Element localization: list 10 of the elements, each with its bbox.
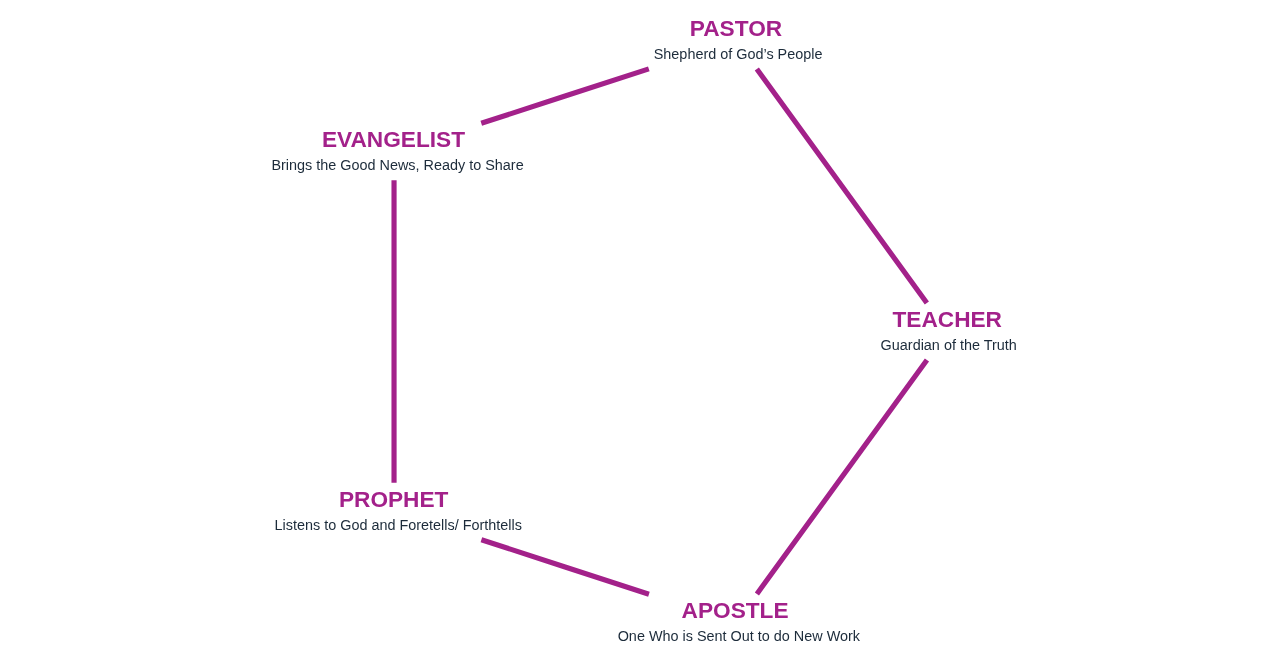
node-text: TEACHER Guardian of the Truth [880, 305, 1017, 354]
connector [480, 537, 650, 597]
node-text: EVANGELIST Brings the Good News, Ready to Share [271, 126, 524, 174]
connector [391, 180, 397, 483]
connector [480, 66, 650, 126]
node-text: PASTOR Shepherd of God’s People [653, 14, 823, 63]
connector [754, 358, 930, 596]
node-text: PROPHET Listens to God and Foretells/ Forthtells [274, 485, 522, 534]
connector [754, 67, 929, 305]
node-text: APOSTLE One Who is Sent Out to do New Work [617, 596, 861, 645]
